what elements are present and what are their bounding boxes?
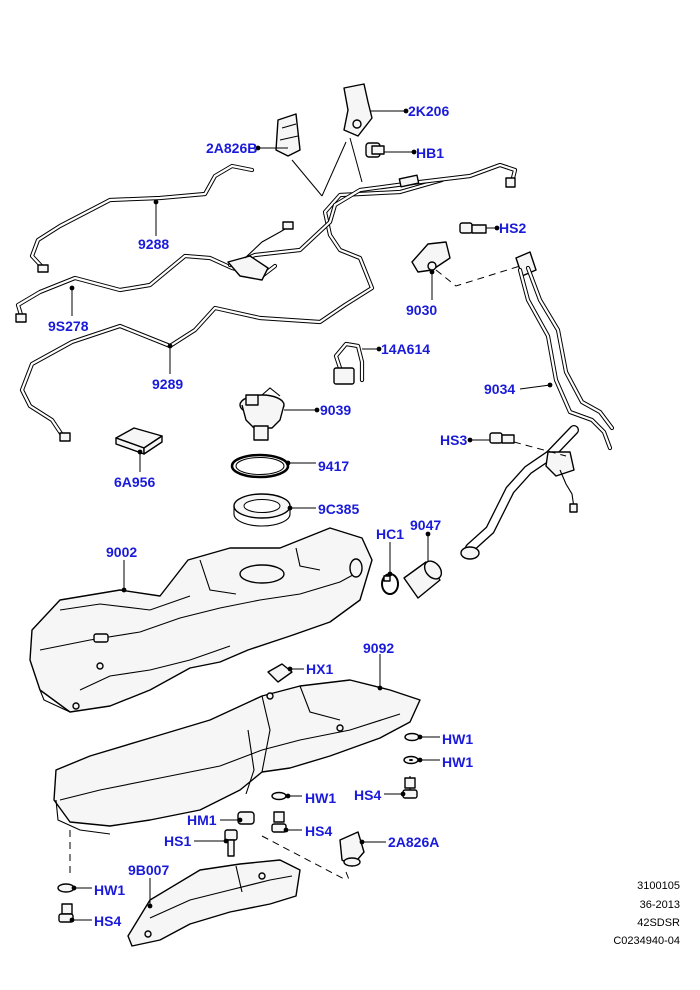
callout-9b007: 9B007 (128, 862, 170, 878)
callout-9c385: 9C385 (318, 501, 360, 517)
footer-date-code: 36-2013 (639, 899, 680, 911)
callout-14a614: 14A614 (381, 341, 431, 357)
bracket-2a826b (275, 113, 301, 157)
leader-lines-brackets (291, 137, 363, 197)
callout-9s278: 9S278 (48, 318, 89, 334)
bolt-hs4-a (402, 776, 418, 799)
dashed-alignment-lines-bottom (69, 830, 351, 883)
callout-hb1: HB1 (416, 145, 445, 161)
lock-ring-9417 (230, 453, 290, 479)
callout-9034: 9034 (484, 381, 516, 397)
bolt-hs1 (224, 829, 238, 857)
hose-9047 (403, 560, 443, 599)
callout-leaders (69, 108, 553, 923)
dashed-alignment-lines-top (435, 265, 567, 457)
bolt-hb1 (365, 142, 385, 158)
bolt-hs4-c (58, 903, 74, 923)
callout-hw1-d: HW1 (94, 882, 126, 898)
footer-illustration-number: 3100105 (637, 880, 680, 892)
callout-6a956: 6A956 (114, 474, 156, 490)
callout-2a826b: 2A826B (206, 140, 258, 156)
seal-9c385 (233, 493, 291, 527)
washer-hw1-b (403, 755, 419, 765)
bracket-2k206 (343, 83, 373, 137)
callout-9092: 9092 (363, 640, 395, 656)
clamp-hc1 (381, 573, 399, 595)
clip-hx1 (267, 663, 293, 683)
callout-hx1: HX1 (306, 661, 334, 677)
callout-hs4-c: HS4 (94, 913, 122, 929)
callout-hw1-c: HW1 (305, 790, 337, 806)
fuel-line-upper (227, 162, 518, 268)
harness-14a614 (333, 341, 365, 385)
callout-9002: 9002 (106, 544, 138, 560)
callout-hs4-b: HS4 (305, 823, 333, 839)
fuel-line-9289 (19, 177, 445, 442)
callout-hw1-a: HW1 (442, 731, 474, 747)
fuel-line-9288 (29, 163, 255, 273)
callout-hs3: HS3 (440, 432, 468, 448)
callout-hs2: HS2 (499, 220, 527, 236)
bolt-hs2 (459, 222, 487, 234)
bolt-hs3 (489, 432, 515, 444)
bracket-2a826a (339, 831, 365, 867)
callout-9288: 9288 (138, 236, 170, 252)
washer-hw1-a (404, 732, 420, 742)
fuel-pump-module-9039 (239, 387, 285, 441)
callout-9039: 9039 (320, 402, 352, 418)
callout-hm1: HM1 (187, 812, 217, 828)
callout-2a826a: 2A826A (388, 834, 440, 850)
filler-cap-9030 (411, 241, 451, 273)
filler-pipe-9034 (460, 251, 615, 560)
pad-6a956 (115, 427, 163, 455)
washer-hw1-c (271, 791, 287, 801)
washer-hw1-d (57, 883, 75, 893)
callout-9417: 9417 (318, 458, 350, 474)
callout-hc1: HC1 (376, 526, 405, 542)
callout-2k206: 2K206 (408, 103, 450, 119)
callout-9289: 9289 (152, 376, 184, 392)
callout-hw1-b: HW1 (442, 754, 474, 770)
fuel-tank-9002 (29, 527, 373, 713)
shield-9b007 (127, 859, 301, 947)
footer-model-code: 42SDSR (637, 917, 680, 929)
callout-hs1: HS1 (164, 833, 192, 849)
callout-9030: 9030 (406, 302, 438, 318)
callout-9047: 9047 (410, 517, 442, 533)
callout-hs4-a: HS4 (354, 787, 382, 803)
heat-shield-9092 (53, 679, 421, 835)
quick-connector-cluster (227, 221, 294, 281)
footer-reference-code: C0234940-04 (613, 935, 680, 947)
